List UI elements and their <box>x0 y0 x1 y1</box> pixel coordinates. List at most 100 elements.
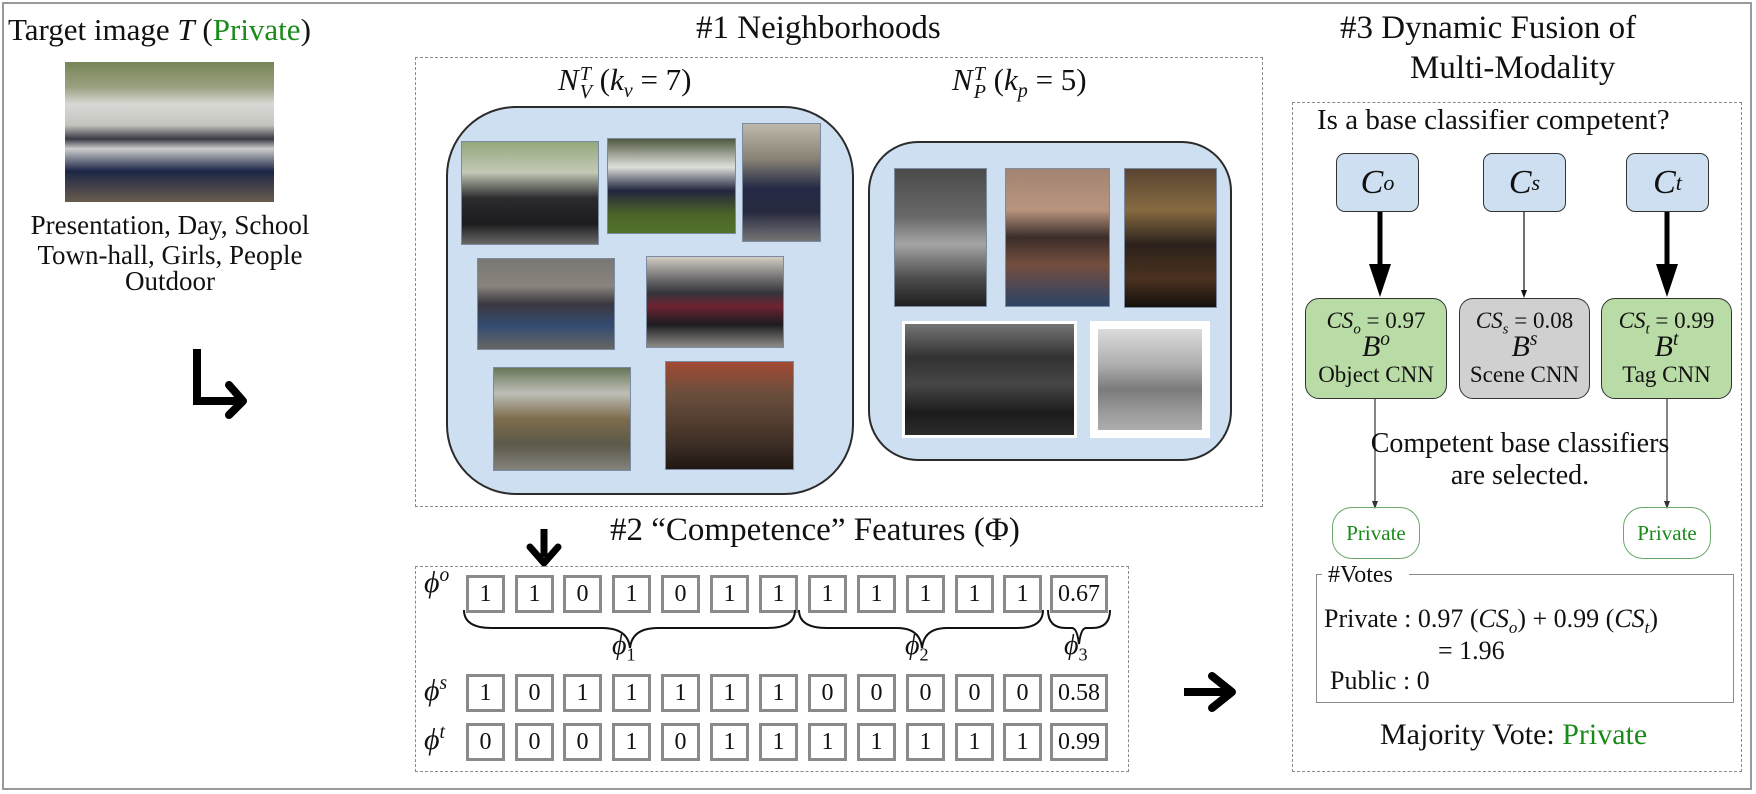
cs-value: = 0.08 <box>1508 308 1574 333</box>
feature-cell: 1 <box>759 723 798 761</box>
feature-cell: 0 <box>661 723 700 761</box>
feature-cell: 0 <box>955 674 994 712</box>
feature-cell: 1 <box>515 575 554 613</box>
cs-o-score: CSo = 0.97 <box>1306 308 1446 337</box>
neighbor-image-p3 <box>1124 168 1217 308</box>
selected-arrow-o-icon <box>1372 399 1378 509</box>
competence-title: #2 “Competence” Features (Φ) <box>610 512 1020 548</box>
np-sup: T <box>973 62 985 85</box>
neighbor-image-v4 <box>477 258 615 350</box>
target-title-prefix: Target image <box>8 12 178 47</box>
b-symbol: B <box>1654 330 1673 364</box>
feature-cell: 0 <box>661 575 700 613</box>
classifier-name: Scene CNN <box>1469 362 1580 388</box>
phi-t-symbol: ϕ <box>424 723 440 756</box>
votes-title: #Votes <box>1322 562 1409 589</box>
feature-cell: 1 <box>759 575 798 613</box>
feature-cell: 1 <box>759 674 798 712</box>
private-votes-total: = 1.96 <box>1438 636 1505 665</box>
classifier-name: Tag CNN <box>1622 362 1711 388</box>
feature-cell: 1 <box>955 575 994 613</box>
feature-cell: 1 <box>466 674 505 712</box>
majority-vote-label: Majority Vote: <box>1380 718 1563 751</box>
neighbor-image-v7 <box>665 361 794 470</box>
phi-o-sup: o <box>439 565 450 586</box>
kv-value: = 7) <box>632 62 692 97</box>
private-votes: Private : 0.97 (CSo) + 0.99 (CSt) <box>1324 604 1659 638</box>
base-classifier-object-cnn: CSo = 0.97 Bo Object CNN <box>1305 298 1447 399</box>
feature-cell: 1 <box>955 723 994 761</box>
b-sup: t <box>1672 329 1679 351</box>
c-symbol: C <box>1653 163 1676 201</box>
cs-o-ref: CS <box>1478 604 1509 633</box>
thick-arrow-t-icon <box>1656 212 1678 297</box>
b-symbol: B <box>1511 330 1530 364</box>
neighbor-image-p2 <box>1005 168 1110 307</box>
cs-sub: s <box>1502 321 1509 338</box>
selected-arrow-t-icon <box>1664 399 1670 509</box>
majority-vote: Majority Vote: Private <box>1380 718 1647 752</box>
fusion-panel <box>1292 102 1742 772</box>
phi-1-sub: 1 <box>626 644 636 665</box>
down-right-arrow-icon <box>193 349 247 419</box>
phi-s-sup: s <box>439 673 448 694</box>
feature-score-cell: 0.99 <box>1050 723 1108 761</box>
phi-o-symbol: ϕ <box>424 566 440 599</box>
phi-3-symbol: ϕ <box>1064 630 1079 661</box>
phi-3-sub: 3 <box>1078 644 1088 665</box>
private-votes-end: ) <box>1649 604 1659 633</box>
kp-value: = 5) <box>1027 62 1087 97</box>
feature-cell: 0 <box>906 674 945 712</box>
cs-sub: o <box>1353 321 1361 338</box>
feature-cell: 1 <box>808 723 847 761</box>
feature-cell: 1 <box>906 723 945 761</box>
competence-question: Is a base classifier competent? <box>1317 104 1670 136</box>
cs-t-score: CSt = 0.99 <box>1602 308 1731 337</box>
b-o-symbol: Bo <box>1306 330 1446 363</box>
selection-caption-line1: Competent base classifiers <box>1370 428 1670 459</box>
b-sup: s <box>1529 329 1538 351</box>
feature-cell: 1 <box>906 575 945 613</box>
cs-value: = 0.97 <box>1360 308 1426 333</box>
feature-cell: 1 <box>612 575 651 613</box>
votes-box <box>1316 574 1734 703</box>
feature-cell: 1 <box>857 575 896 613</box>
phi-s-label: ϕs <box>424 674 447 708</box>
c-symbol: C <box>1360 163 1384 201</box>
kv-sub: v <box>623 80 633 103</box>
feature-group-braces <box>463 609 1111 649</box>
base-classifier-scene-cnn: CSs = 0.08 Bs Scene CNN <box>1459 298 1590 399</box>
feature-cell: 1 <box>1003 723 1042 761</box>
feature-cell: 0 <box>857 674 896 712</box>
phi-o-label: ϕo <box>424 566 449 600</box>
b-s-symbol: Bs <box>1460 329 1589 364</box>
feature-cell: 1 <box>710 674 749 712</box>
fusion-title-line1: #3 Dynamic Fusion of <box>1340 10 1637 46</box>
tags-line-1: Presentation, Day, School <box>30 210 310 240</box>
phi-1-label: ϕ1 <box>612 630 636 665</box>
right-arrow-icon <box>1184 672 1236 712</box>
feature-score-cell: 0.58 <box>1050 674 1108 712</box>
feature-cell: 1 <box>857 723 896 761</box>
np-sub: P <box>973 80 986 103</box>
target-tags: Presentation, Day, School Town-hall, Gir… <box>0 210 340 296</box>
cs-o-ref-sub: o <box>1508 618 1518 638</box>
feature-cell: 1 <box>466 575 505 613</box>
phi-t-sup: t <box>439 722 445 743</box>
selection-caption-line2: are selected. <box>1450 460 1590 491</box>
np-symbol: N <box>952 62 973 97</box>
cs-symbol: CS <box>1618 308 1646 333</box>
selection-caption: Competent base classifiers are selected. <box>1300 428 1740 492</box>
majority-vote-value: Private <box>1562 718 1648 751</box>
phi-2-sub: 2 <box>919 644 929 665</box>
nv-sub: V <box>579 80 592 103</box>
competence-panel <box>415 566 1129 772</box>
phi-t-label: ϕt <box>424 723 445 757</box>
neighborhoods-title: #1 Neighborhoods <box>696 10 941 46</box>
target-privacy-label: Private <box>212 12 301 47</box>
